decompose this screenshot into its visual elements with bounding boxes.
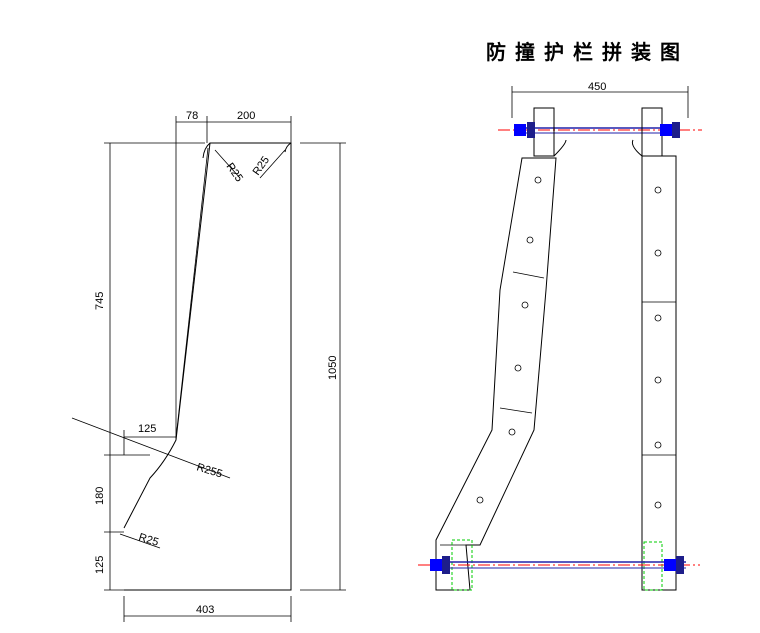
label-r25-low: R25 [137,531,160,548]
top-left-clip [553,139,567,157]
top-left-nut [514,124,526,136]
barrier-profile: 78 200 R25 R25 745 1050 125 R255 180 R25 [71,110,346,622]
dim-180: 180 [94,487,106,505]
dim-745: 745 [94,292,106,310]
drawing-title: 防撞护栏拼装图 [486,40,689,64]
top-right-post [641,107,663,157]
top-right-washer [672,122,680,138]
left-leg-hole-4 [514,364,522,372]
profile-outline [123,142,292,591]
profile-left-face [202,142,211,159]
leader-r25-left [214,149,241,179]
leader-r25-low [119,533,161,549]
top-left-post [533,107,555,157]
dim-125-bottom: 125 [94,556,106,574]
bottom-left-nut [430,559,442,571]
right-leg-hole-6 [654,501,662,509]
dim-125-top: 125 [138,423,156,435]
left-leg-hole-1 [534,176,542,184]
assembly-drawing: 450 [418,81,702,591]
right-leg-outline [641,155,677,591]
top-right-clip [631,139,643,157]
reference-slant-line [71,417,231,479]
leader-r25-right [259,149,286,179]
dim-200: 200 [237,110,255,122]
left-base-plate [451,539,473,591]
dim-78: 78 [186,110,198,122]
left-leg-hole-2 [526,236,534,244]
front-face-line [175,147,209,439]
right-leg-hole-2 [654,249,662,257]
label-r255: R255 [195,461,224,480]
bottom-left-washer [442,556,450,574]
bottom-right-nut [664,559,676,571]
right-leg-hole-5 [654,441,662,449]
right-leg-hole-1 [654,186,662,194]
dim-403: 403 [196,604,214,616]
dim-450: 450 [588,81,606,93]
bottom-right-washer [676,556,684,574]
label-r25-top-right: R25 [251,154,272,177]
left-leg-hole-5 [508,428,516,436]
top-left-washer [527,122,535,138]
dim-1050: 1050 [327,356,339,380]
right-leg-hole-3 [654,314,662,322]
right-base-plate [643,541,663,591]
left-leg-outline [435,157,557,591]
left-leg-joint-2 [499,407,533,414]
top-right-nut [660,124,672,136]
left-leg-joint-1 [512,271,545,279]
right-leg-hole-4 [654,376,662,384]
left-leg-hole-6 [476,496,484,504]
left-leg-hole-3 [521,301,529,309]
profile-right-fillet [284,142,292,153]
label-r25-top-left: R25 [224,161,245,184]
